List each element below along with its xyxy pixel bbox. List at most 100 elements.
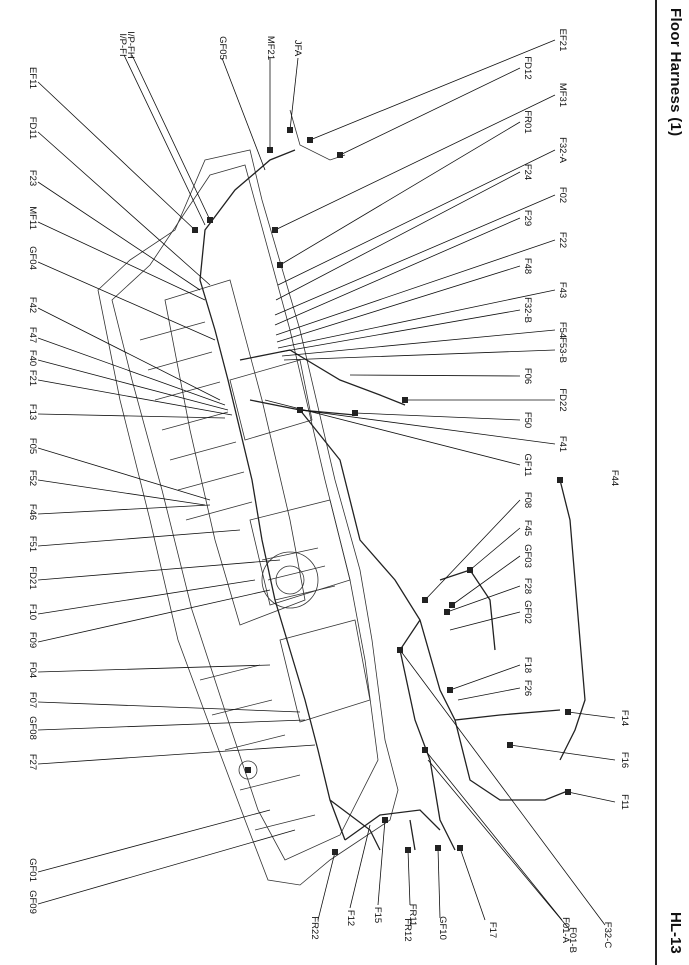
connector-label-f54: F54	[557, 322, 568, 338]
connector-label-f06: F06	[522, 368, 533, 384]
connector-label-f27: F27	[27, 754, 38, 770]
connector-label-f01-a: F01-A	[560, 917, 571, 944]
connector-mark	[267, 147, 273, 153]
connector-label-f40: F40	[27, 350, 38, 366]
connector-label-fr12: FR12	[402, 918, 413, 941]
page-title: Floor Harness (1)	[667, 8, 684, 137]
connector-mark	[565, 789, 571, 795]
connector-mark	[332, 849, 338, 855]
connector-label-f11: F11	[619, 794, 630, 810]
page-rule	[655, 0, 657, 965]
connector-mark	[207, 217, 213, 223]
connector-label-f45: F45	[522, 520, 533, 536]
connector-mark	[422, 747, 428, 753]
leader-lines	[37, 39, 616, 931]
connector-label-f09: F09	[27, 632, 38, 648]
connector-label-f24: F24	[522, 164, 533, 180]
connector-mark	[405, 847, 411, 853]
connector-mark	[307, 137, 313, 143]
connector-label-f44: F44	[609, 470, 620, 486]
connector-label-f04: F04	[27, 662, 38, 678]
connector-mark	[467, 567, 473, 573]
connector-label-f13: F13	[27, 404, 38, 420]
connector-label-fr01: FR01	[522, 110, 533, 133]
connector-label-f53-b: F53-B	[557, 337, 568, 363]
connector-mark	[507, 742, 513, 748]
connector-label-gf10: GF10	[437, 916, 448, 940]
connector-mark	[382, 817, 388, 823]
connector-label-i-p-fi: I/P-FI	[117, 33, 128, 56]
connector-label-ef21: EF21	[557, 29, 568, 52]
connector-label-gf03: GF03	[522, 544, 533, 568]
connector-label-f26: F26	[522, 680, 533, 696]
connector-mark	[192, 227, 198, 233]
connector-label-f48: F48	[522, 258, 533, 274]
connector-label-gf04: GF04	[27, 246, 38, 270]
connector-mark	[245, 767, 251, 773]
connector-label-f02: F02	[557, 187, 568, 203]
connector-mark	[435, 845, 441, 851]
connector-label-f41: F41	[557, 436, 568, 452]
connector-mark	[287, 127, 293, 133]
connector-label-jfa: JFA	[292, 40, 303, 57]
connector-label-mf21: MF21	[265, 36, 276, 60]
connector-label-f12: F12	[345, 910, 356, 926]
connector-mark	[565, 709, 571, 715]
connector-label-mf31: MF31	[557, 83, 568, 107]
connector-label-f07: F07	[27, 692, 38, 708]
connector-label-f51: F51	[27, 536, 38, 552]
connector-label-f43: F43	[557, 282, 568, 298]
connector-label-f46: F46	[27, 504, 38, 520]
connector-mark	[337, 152, 343, 158]
connector-mark	[397, 647, 403, 653]
connector-marks	[192, 127, 571, 855]
connector-label-fd21: FD21	[27, 566, 38, 589]
connector-label-f42: F42	[27, 297, 38, 313]
connector-label-gf11: GF11	[522, 453, 533, 476]
connector-label-f16: F16	[619, 752, 630, 768]
connector-label-f18: F18	[522, 657, 533, 673]
connector-label-f10: F10	[27, 604, 38, 620]
connector-label-f32-a: F32-A	[557, 137, 568, 164]
connector-mark	[444, 609, 450, 615]
connector-label-fd11: FD11	[27, 117, 38, 140]
connector-label-f32-b: F32-B	[522, 297, 533, 323]
connector-label-gf01: GF01	[27, 858, 38, 882]
connector-mark	[297, 407, 303, 413]
connector-label-gf02: GF02	[522, 600, 533, 624]
connector-label-f22: F22	[557, 232, 568, 248]
vehicle-floor-body	[97, 109, 399, 886]
connector-label-f28: F28	[522, 578, 533, 594]
connector-label-gf05: GF05	[217, 36, 228, 60]
connector-mark	[352, 410, 358, 416]
connector-label-f32-c: F32-C	[602, 922, 613, 949]
connector-label-mf11: MF11	[27, 206, 38, 230]
connector-mark	[277, 262, 283, 268]
connector-label-f23: F23	[27, 170, 38, 186]
connector-label-fr22: FR22	[309, 916, 320, 939]
connector-label-f15: F15	[372, 907, 383, 923]
connector-label-f14: F14	[619, 710, 630, 726]
connector-label-f52: F52	[27, 470, 38, 486]
connector-label-f47: F47	[27, 327, 38, 343]
connector-label-f50: F50	[522, 412, 533, 428]
connector-mark	[557, 477, 563, 483]
connector-mark	[422, 597, 428, 603]
connector-label-f17: F17	[487, 922, 498, 938]
connector-label-fd12: FD12	[522, 56, 533, 79]
connector-label-f05: F05	[27, 438, 38, 454]
connector-label-i-p-fh: I/P-FH	[125, 31, 136, 59]
connector-labels: EF21FD12MF31FR01F32-AF24F02F29F22F48F43F…	[27, 29, 630, 953]
connector-label-f29: F29	[522, 210, 533, 226]
connector-label-fd22: FD22	[557, 388, 568, 411]
connector-mark	[402, 397, 408, 403]
connector-label-f01-b: F01-B	[567, 927, 578, 953]
connector-label-f21: F21	[27, 370, 38, 386]
page-number: HL-13	[667, 912, 684, 954]
connector-label-gf09: GF09	[27, 890, 38, 914]
connector-label-ef11: EF11	[27, 67, 38, 89]
connector-label-fr11: FR11	[407, 904, 418, 927]
connector-mark	[447, 687, 453, 693]
